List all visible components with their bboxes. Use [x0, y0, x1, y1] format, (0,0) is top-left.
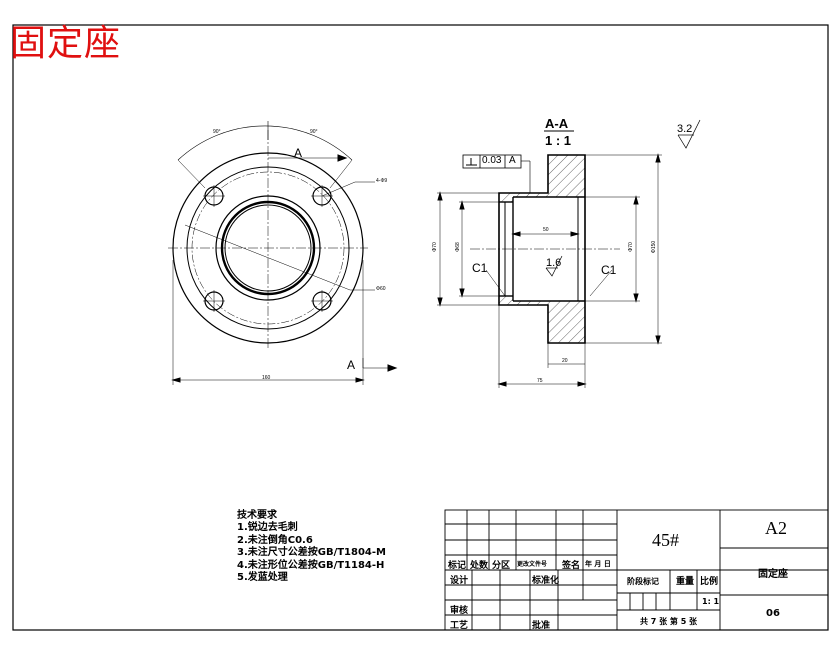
chamfer-left-label: C1 — [472, 261, 488, 275]
dim-step: 20 — [562, 358, 568, 364]
dim-bore: Φ60 — [376, 286, 386, 292]
title-block — [444, 509, 829, 631]
dim-left-dia2: Φ68 — [454, 242, 461, 252]
tb-approve: 批准 — [532, 621, 551, 631]
dim-width: 160 — [262, 375, 271, 381]
tb-drawing-number: 06 — [766, 608, 780, 619]
note-item: 5.发蓝处理 — [237, 572, 288, 584]
section-view — [437, 119, 701, 388]
section-marker-top: A — [294, 146, 303, 160]
roughness-inner-label: 1.6 — [546, 257, 562, 269]
tb-sheet-size: A2 — [765, 518, 787, 538]
note-item: 1.锐边去毛刺 — [237, 522, 298, 534]
technical-notes: 技术要求 1.锐边去毛刺 2.未注倒角C0.6 3.未注尺寸公差按GB/T180… — [237, 510, 386, 584]
section-scale: 1 : 1 — [545, 133, 572, 148]
tb-ratio: 比例 — [700, 577, 719, 587]
dim-right-dia2: Φ150 — [651, 240, 658, 254]
chamfer-right-label: C1 — [601, 263, 617, 277]
tb-signature: 签名 — [562, 561, 581, 571]
drawing-title: 固定座 — [10, 23, 122, 64]
dim-left-dia1: Φ70 — [431, 242, 438, 252]
perpendicularity-datum: A — [509, 155, 516, 166]
tb-design: 设计 — [450, 576, 469, 586]
dim-arc-b: 90° — [310, 129, 318, 135]
tb-standardize: 标准化 — [532, 576, 560, 586]
tb-process: 工艺 — [450, 621, 469, 631]
tb-sheet-count: 共 7 张 第 5 张 — [640, 617, 698, 626]
section-name: A-A — [545, 116, 569, 131]
front-view — [168, 121, 398, 385]
tb-change-doc: 更改文件号 — [517, 561, 548, 568]
tb-weight: 重量 — [676, 577, 695, 587]
tb-count: 处数 — [470, 561, 489, 571]
tb-material: 45# — [652, 530, 679, 550]
tb-date: 年 月 日 — [585, 560, 611, 568]
tb-part-name: 固定座 — [758, 569, 788, 580]
roughness-general-label: 3.2 — [677, 123, 693, 135]
notes-heading: 技术要求 — [237, 510, 277, 521]
note-item: 2.未注倒角C0.6 — [237, 534, 313, 546]
tb-check: 审核 — [450, 606, 469, 616]
tb-scale-value: 1: 1 — [702, 597, 720, 606]
tb-stage-mark: 阶段标记 — [627, 577, 659, 586]
dim-hole-spec: 4-Φ9 — [376, 178, 388, 184]
dim-right-dia1: Φ70 — [627, 242, 634, 252]
note-item: 3.未注尺寸公差按GB/T1804-M — [237, 547, 386, 559]
perpendicularity-value: 0.03 — [482, 155, 502, 166]
dim-inner-length: 50 — [543, 227, 549, 233]
dim-arc-a: 90° — [213, 129, 221, 135]
tb-mark: 标记 — [448, 561, 467, 571]
tb-zone: 分区 — [492, 561, 511, 571]
dim-total-length: 75 — [537, 378, 543, 384]
note-item: 4.未注形位公差按GB/T1184-H — [237, 559, 385, 571]
section-marker-bottom: A — [347, 358, 356, 372]
inner-frame — [12, 24, 829, 631]
